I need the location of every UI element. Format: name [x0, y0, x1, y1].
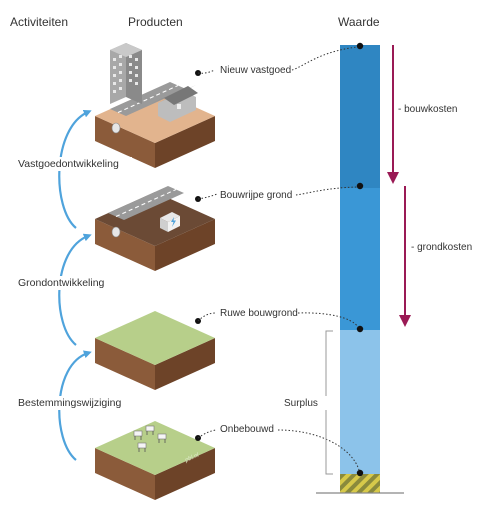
block-undeveloped: pbl.nl: [95, 421, 215, 500]
activities-header: Activiteiten: [10, 15, 68, 29]
product-label-raw-building-land: Ruwe bouwgrond: [220, 308, 298, 319]
value-point-new-real-estate: [356, 42, 364, 50]
block-raw-building-land: [95, 311, 215, 390]
cost-label-land: - grondkosten: [411, 242, 472, 253]
value-point-undeveloped: [356, 469, 364, 477]
value-header: Waarde: [338, 15, 380, 29]
cow-icon: [133, 425, 167, 449]
surplus-label: Surplus: [284, 398, 318, 409]
value-base-hatch: [340, 474, 380, 493]
product-label-undeveloped: Onbebouwd: [220, 424, 274, 435]
block-building-ready-land: [95, 186, 215, 271]
activity-label-zoning-change: Bestemmingswijziging: [18, 397, 121, 409]
value-segment-building-ready-land: [340, 188, 380, 330]
block-new-real-estate: [95, 43, 215, 168]
products-header: Producten: [128, 15, 183, 29]
activity-arrow-land-development: [58, 233, 92, 346]
product-label-building-ready-land: Bouwrijpe grond: [220, 190, 292, 201]
value-bar: [316, 45, 404, 494]
product-label-new-real-estate: Nieuw vastgoed: [220, 65, 291, 76]
value-segment-new-real-estate: [340, 45, 380, 188]
value-point-raw-land: [356, 325, 364, 333]
cost-label-construction: - bouwkosten: [398, 104, 457, 115]
value-point-building-ready-land: [356, 182, 364, 190]
activity-label-land-development: Grondontwikkeling: [18, 277, 105, 289]
value-segment-raw-land: [340, 330, 380, 474]
activity-label-real-estate-development: Vastgoedontwikkeling: [18, 158, 119, 170]
watermark-pbl: pbl.nl: [183, 452, 200, 464]
